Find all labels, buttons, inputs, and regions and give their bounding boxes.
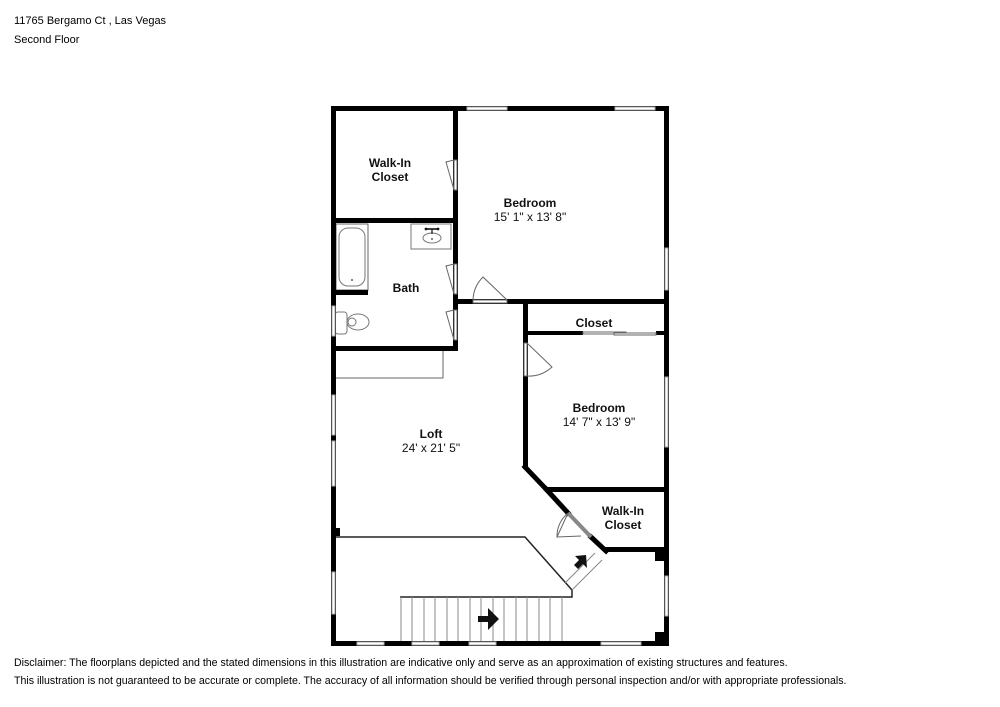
room-loft-dimensions: 24' x 21' 5" <box>402 441 460 455</box>
door-closet-slide-2 <box>613 332 657 336</box>
walls <box>331 106 669 646</box>
door-bath-2 <box>453 309 458 341</box>
arrow-up-left-icon <box>574 555 587 569</box>
toilet-icon <box>334 311 370 335</box>
room-loft-name: Loft <box>420 427 443 441</box>
stair-arrows <box>478 555 587 630</box>
room-walkin-closet-2-line1: Walk-In <box>602 504 644 518</box>
diagonal-walls <box>521 463 610 555</box>
window <box>411 641 440 646</box>
room-labels: Walk-In Closet Bedroom 15' 1" x 13' 8" B… <box>369 156 644 532</box>
room-bath-name: Bath <box>393 281 420 295</box>
room-bedroom-1-dimensions: 15' 1" x 13' 8" <box>494 210 566 224</box>
disclaimer-line-2: This illustration is not guaranteed to b… <box>14 675 847 687</box>
bathtub <box>335 223 369 291</box>
door-bedroom-1 <box>472 299 508 304</box>
door-bedroom-2 <box>523 342 528 377</box>
disclaimer-line-1: Disclaimer: The floorplans depicted and … <box>14 657 788 669</box>
window <box>331 305 336 337</box>
door-bath-1 <box>453 263 458 295</box>
windows <box>331 106 669 646</box>
room-bedroom-2-name: Bedroom <box>573 401 626 415</box>
room-closet-name: Closet <box>576 316 613 330</box>
door-walkin-closet-2 <box>566 511 593 539</box>
room-bedroom-1-name: Bedroom <box>504 196 557 210</box>
room-bedroom-2-dimensions: 14' 7" x 13' 9" <box>563 415 635 429</box>
vanity <box>410 223 452 250</box>
window <box>600 641 642 646</box>
property-address: 11765 Bergamo Ct , Las Vegas <box>14 15 167 27</box>
arrow-right-icon <box>478 608 499 630</box>
door-walkin-closet <box>453 159 458 191</box>
window <box>466 106 508 111</box>
loft-ledge <box>334 350 444 379</box>
window <box>664 575 669 617</box>
window <box>331 394 336 436</box>
room-walkin-closet-1-line1: Walk-In <box>369 156 411 170</box>
window <box>468 641 497 646</box>
room-walkin-closet-2-line2: Closet <box>605 518 642 532</box>
window <box>664 376 669 448</box>
room-walkin-closet-1-line2: Closet <box>372 170 409 184</box>
window <box>356 641 385 646</box>
floor-label: Second Floor <box>14 34 80 46</box>
window <box>331 440 336 487</box>
fixtures <box>334 223 573 641</box>
window <box>331 571 336 615</box>
window <box>614 106 656 111</box>
doors <box>445 159 657 591</box>
stair-rail <box>336 536 573 598</box>
window <box>664 247 669 291</box>
